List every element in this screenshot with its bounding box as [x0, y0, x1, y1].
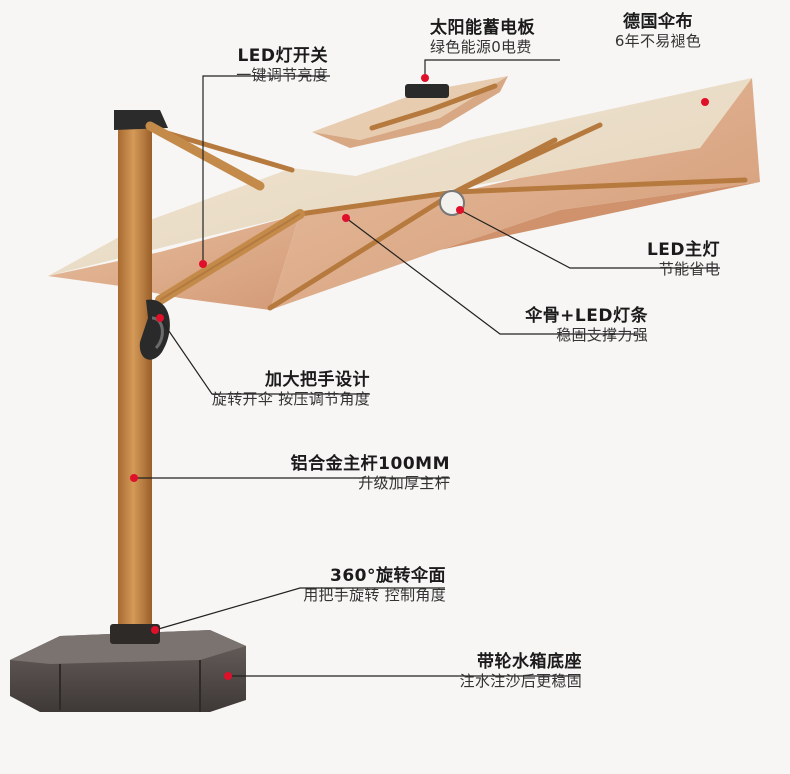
- callout-desc: 一键调节亮度: [236, 66, 328, 85]
- callout-desc: 绿色能源0电费: [430, 38, 532, 57]
- callout-title: 铝合金主杆100MM: [290, 454, 450, 474]
- solar-panel: [405, 84, 449, 98]
- callout-desc: 稳固支撑力强: [556, 326, 648, 345]
- callout-pole: 铝合金主杆100MM 升级加厚主杆: [270, 454, 450, 492]
- callout-lines: [134, 59, 720, 677]
- callout-desc: 旋转开伞 按压调节角度: [211, 390, 370, 409]
- callout-rotation: 360°旋转伞面 用把手旋转 控制角度: [270, 566, 446, 604]
- callout-title: 太阳能蓄电板: [430, 18, 535, 38]
- callout-led-switch: LED灯开关 一键调节亮度: [210, 46, 328, 84]
- callout-title: LED主灯: [646, 240, 720, 260]
- water-tank-base: [10, 624, 246, 712]
- callout-handle: 加大把手设计 旋转开伞 按压调节角度: [186, 370, 370, 408]
- callout-title: 带轮水箱底座: [477, 652, 582, 672]
- callout-title: 德国伞布: [623, 12, 693, 32]
- callout-solar-panel: 太阳能蓄电板 绿色能源0电费: [430, 18, 535, 56]
- crank-handle: [139, 299, 170, 360]
- callout-title: LED灯开关: [237, 46, 328, 66]
- callout-ribs-led: 伞骨+LED灯条 稳固支撑力强: [500, 306, 648, 344]
- callout-desc: 注水注沙后更稳固: [459, 672, 582, 691]
- callout-led-main: LED主灯 节能省电: [620, 240, 720, 278]
- callout-desc: 6年不易褪色: [614, 32, 702, 51]
- callout-base: 带轮水箱底座 注水注沙后更稳固: [430, 652, 582, 690]
- callout-desc: 升级加厚主杆: [358, 474, 450, 493]
- callout-title: 360°旋转伞面: [330, 566, 446, 586]
- callout-desc: 用把手旋转 控制角度: [303, 586, 446, 605]
- main-arm: [155, 209, 305, 305]
- callout-title: 伞骨+LED灯条: [525, 306, 648, 326]
- callout-desc: 节能省电: [658, 260, 720, 279]
- marker-dots: [130, 74, 709, 680]
- callout-fabric: 德国伞布 6年不易褪色: [608, 12, 708, 50]
- callout-title: 加大把手设计: [265, 370, 370, 390]
- main-pole: [114, 110, 265, 630]
